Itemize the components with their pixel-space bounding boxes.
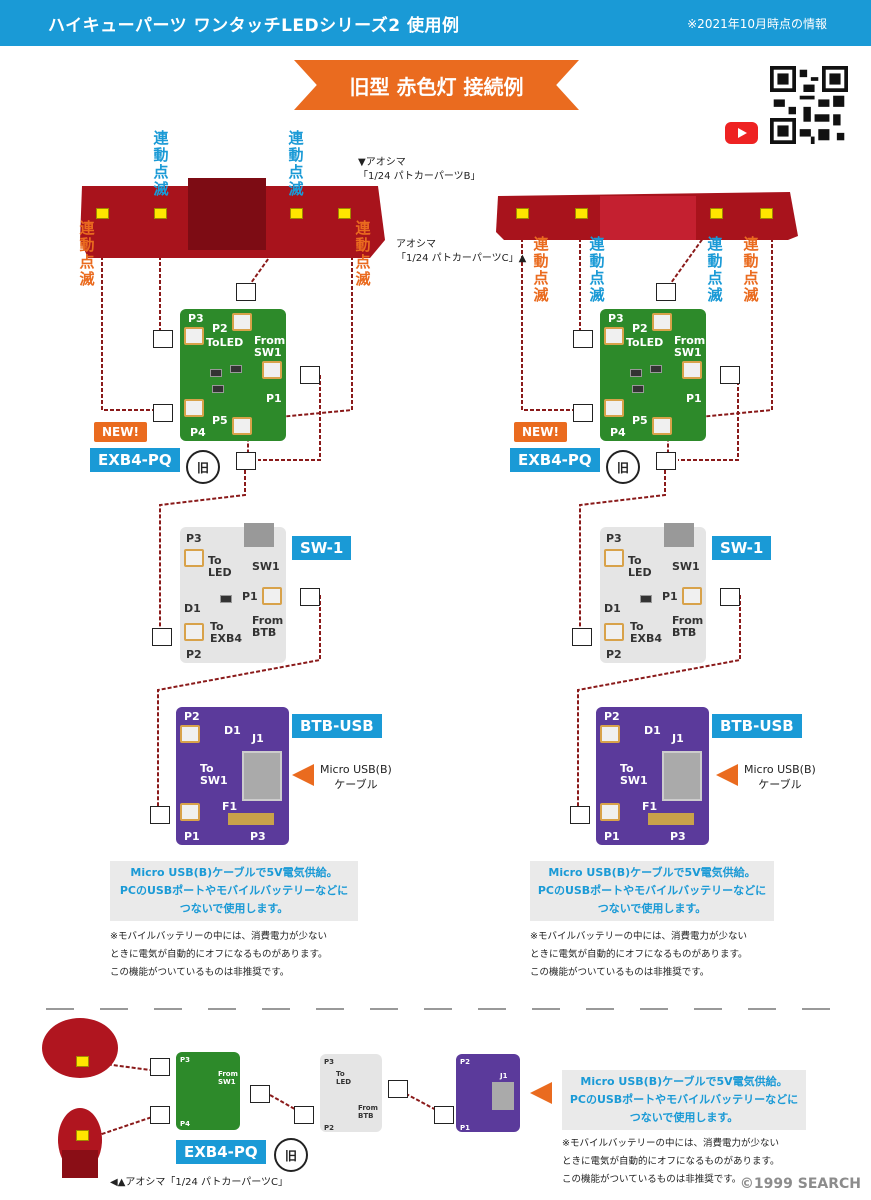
header-title: ハイキューパーツ ワンタッチLEDシリーズ2 使用例	[48, 16, 460, 36]
sw1-label: SW-1	[292, 536, 352, 560]
warning-text: ※モバイルバッテリーの中には、消費電力が少ない ときに電気が自動的にオフになるも…	[530, 931, 748, 978]
arrow-icon	[716, 764, 738, 786]
blink-label: 連動点滅	[533, 235, 549, 304]
blink-label: 連動点滅	[153, 129, 169, 198]
led	[76, 1056, 89, 1067]
connector	[236, 283, 256, 301]
connector	[300, 588, 320, 606]
sw1-board: P3 To LED SW1 P1 D1 To EXB4 From BTB P2	[180, 523, 286, 663]
blink-label: 連動点滅	[589, 235, 605, 304]
blink-label: 連動点滅	[79, 219, 95, 288]
sw1-board-small: P3 To LED From BTB P2	[320, 1054, 382, 1132]
exb4-board: P3 P2 ToLED From SW1 P1 P5 P4	[180, 309, 286, 441]
connector	[572, 628, 592, 646]
info-box: Micro USB(B)ケーブルで5V電気供給。 PCのUSBポートやモバイルバ…	[110, 861, 358, 921]
warning-text: ※モバイルバッテリーの中には、消費電力が少ない ときに電気が自動的にオフになるも…	[562, 1138, 780, 1185]
connector	[150, 806, 170, 824]
connector	[250, 1085, 270, 1103]
micro-usb-label: Micro USB(B) ケーブル	[744, 763, 816, 791]
watermark: ©1999 SEARCH	[739, 1176, 861, 1192]
connector	[294, 1106, 314, 1124]
connector	[153, 404, 173, 422]
info-box: Micro USB(B)ケーブルで5V電気供給。 PCのUSBポートやモバイルバ…	[562, 1070, 806, 1130]
arrow-icon	[530, 1082, 552, 1104]
btb-board-small: P2 J1 P1	[456, 1054, 520, 1132]
micro-usb-label: Micro USB(B) ケーブル	[320, 763, 392, 791]
header: ハイキューパーツ ワンタッチLEDシリーズ2 使用例 ※2021年10月時点の情…	[0, 0, 871, 46]
connector	[720, 366, 740, 384]
youtube-icon[interactable]	[725, 122, 758, 144]
connector	[153, 330, 173, 348]
header-date: ※2021年10月時点の情報	[687, 17, 827, 31]
connector	[573, 404, 593, 422]
btb-label: BTB-USB	[292, 714, 382, 738]
kyu-icon: 旧	[606, 450, 640, 484]
connector	[656, 452, 676, 470]
led	[710, 208, 723, 219]
new-badge: NEW!	[514, 422, 567, 442]
qr-code[interactable]	[770, 66, 848, 144]
led	[516, 208, 529, 219]
btb-board: P2 D1 J1 To SW1 F1 P1 P3	[176, 707, 289, 845]
kyu-icon: 旧	[274, 1138, 308, 1172]
section-banner: 旧型 赤色灯 接続例	[294, 60, 579, 110]
aoshima-c-bottom-note: ◀▲アオシマ「1/24 パトカーパーツC」	[110, 1177, 288, 1188]
connector	[656, 283, 676, 301]
led	[290, 208, 303, 219]
connector	[570, 806, 590, 824]
connector	[150, 1058, 170, 1076]
divider	[46, 1008, 836, 1010]
connector	[720, 588, 740, 606]
exb4-label: EXB4-PQ	[176, 1140, 266, 1164]
btb-board: P2 D1 J1 To SW1 F1 P1 P3	[596, 707, 709, 845]
sw1-label: SW-1	[712, 536, 772, 560]
led	[76, 1130, 89, 1141]
exb4-board-small: P3 From SW1 P4	[176, 1052, 240, 1130]
blink-label: 連動点滅	[743, 235, 759, 304]
sw1-board: P3 To LED SW1 P1 D1 To EXB4 From BTB P2	[600, 523, 706, 663]
connector	[434, 1106, 454, 1124]
info-box: Micro USB(B)ケーブルで5V電気供給。 PCのUSBポートやモバイルバ…	[530, 861, 774, 921]
blink-label: 連動点滅	[707, 235, 723, 304]
warning-text: ※モバイルバッテリーの中には、消費電力が少ない ときに電気が自動的にオフになるも…	[110, 931, 328, 978]
connector	[236, 452, 256, 470]
arrow-icon	[292, 764, 314, 786]
blink-label: 連動点滅	[288, 129, 304, 198]
connector	[300, 366, 320, 384]
aoshima-b-note: ▼アオシマ 「1/24 パトカーパーツB」	[358, 157, 481, 182]
connector	[388, 1080, 408, 1098]
led	[575, 208, 588, 219]
btb-label: BTB-USB	[712, 714, 802, 738]
exb4-label: EXB4-PQ	[510, 448, 600, 472]
connector	[150, 1106, 170, 1124]
aoshima-c-note: アオシマ 「1/24 パトカーパーツC」▲	[396, 239, 527, 264]
led	[338, 208, 351, 219]
led	[96, 208, 109, 219]
connector	[573, 330, 593, 348]
connector	[152, 628, 172, 646]
led	[154, 208, 167, 219]
led	[760, 208, 773, 219]
new-badge: NEW!	[94, 422, 147, 442]
kyu-icon: 旧	[186, 450, 220, 484]
exb4-label: EXB4-PQ	[90, 448, 180, 472]
exb4-board: P3 P2 ToLED From SW1 P1 P5 P4	[600, 309, 706, 441]
blink-label: 連動点滅	[355, 219, 371, 288]
